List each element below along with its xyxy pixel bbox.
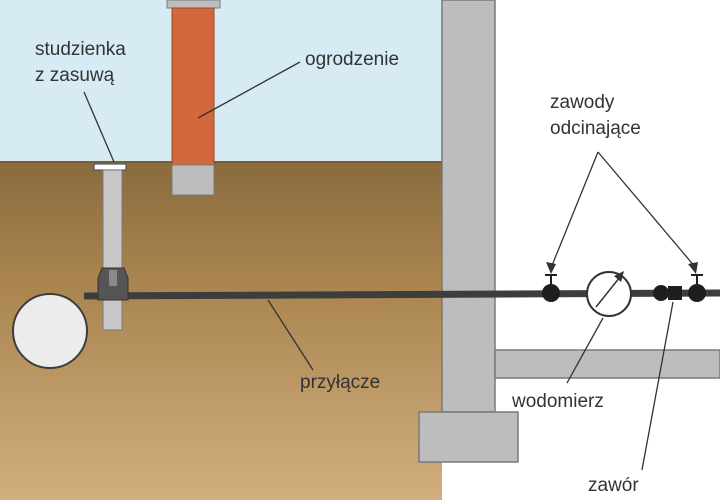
valve-ball (653, 285, 669, 301)
leader-shutoff-right (597, 151, 697, 269)
shutoff-valve-right (688, 284, 706, 302)
label-shutoff-line1: zawody (550, 92, 615, 113)
chamber-cover (93, 163, 127, 171)
label-connection: przyłącze (300, 372, 380, 393)
shutoff-valve-left (542, 284, 560, 302)
label-chamber-line1: studzienka (35, 39, 126, 60)
label-fence: ogrodzenie (305, 49, 399, 70)
fence-post (171, 7, 215, 166)
leader-fence (197, 61, 301, 119)
fence-foundation (171, 164, 215, 196)
label-water-meter: wodomierz (511, 391, 604, 412)
chamber-shaft (102, 169, 123, 331)
label-shutoff-line2: odcinające (550, 118, 641, 139)
gate-valve-stem (109, 270, 117, 286)
leader-lines (83, 61, 697, 471)
floor-slab (494, 349, 720, 379)
fence-cap (166, 0, 221, 9)
water-meter-arrow (595, 276, 621, 308)
water-meter-arrowhead (614, 271, 624, 282)
wall-footing (418, 411, 519, 463)
leader-shutoff-left-arrowhead (546, 262, 556, 274)
leader-water-meter (566, 317, 604, 384)
main-pipe (12, 293, 88, 369)
leader-valve (641, 301, 674, 471)
leader-shutoff-right-arrowhead (688, 262, 698, 274)
leader-connection (267, 299, 314, 371)
building-interior (495, 0, 720, 500)
leader-shutoff-left (550, 151, 599, 269)
label-valve: zawór (588, 475, 639, 496)
water-meter (586, 271, 632, 317)
sky-area (0, 0, 442, 162)
building-wall (441, 0, 496, 413)
valve-body (668, 286, 682, 300)
label-chamber-line2: z zasuwą (35, 65, 115, 86)
leader-chamber (83, 91, 115, 163)
